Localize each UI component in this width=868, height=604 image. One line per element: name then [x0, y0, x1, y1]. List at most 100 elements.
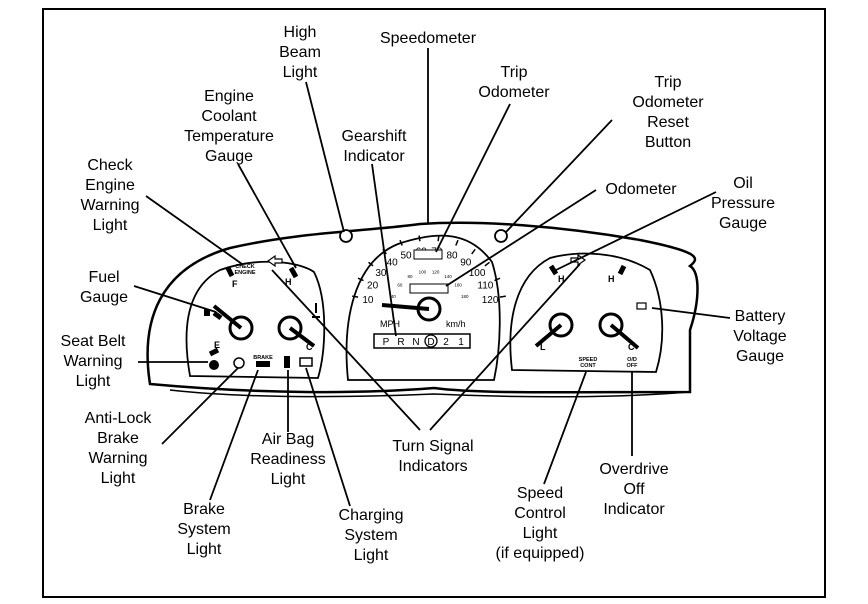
speed-tick-120: 120	[482, 295, 499, 306]
leader-lines	[133, 48, 731, 507]
label-check-engine: Check Engine Warning Light	[80, 157, 140, 234]
speedometer-pod	[345, 234, 501, 381]
speed-tick-mark	[471, 248, 476, 255]
label-turn-signal: Turn Signal Indicators	[392, 438, 474, 475]
speed-tick-mark	[437, 235, 440, 242]
figure-frame	[42, 8, 826, 598]
speed-tick-90: 90	[460, 258, 472, 269]
left-warning-lights: BRAKE	[209, 355, 313, 370]
leader-charging	[305, 367, 351, 507]
kmh-tick-40: 40	[391, 294, 397, 299]
fuel-letter-e: E	[214, 340, 220, 350]
label-oil-pressure: Oil Pressure Gauge	[710, 175, 776, 232]
leader-abs	[161, 367, 239, 445]
fuel-tick-mark	[212, 310, 223, 321]
kmh-tick-180: 180	[461, 294, 469, 299]
oil-pressure-gauge: H L	[534, 264, 574, 352]
speedometer-needle	[381, 303, 430, 311]
speed-tick-mark	[352, 295, 359, 298]
kmh-tick-140: 140	[444, 274, 452, 279]
fuel-gauge: F E	[204, 266, 254, 357]
fuel-tick-full	[225, 266, 235, 278]
label-speedometer: Speedometer	[379, 30, 477, 47]
gear-2: 2	[443, 337, 449, 348]
label-speed-control: Speed Control Light (if equipped)	[495, 485, 585, 562]
gear-P: P	[383, 337, 390, 348]
leader-fuel	[133, 285, 217, 313]
od-off-text-1: O/D	[627, 357, 637, 363]
fuel-tick-empty	[208, 347, 220, 357]
speed-tick-labels: 102030405060708090100110120	[352, 235, 506, 306]
fuel-pump-icon	[204, 309, 210, 316]
cluster-housing-lower	[169, 389, 689, 398]
label-overdrive: Overdrive Off Indicator	[599, 461, 669, 518]
kmh-tick-160: 160	[454, 283, 462, 288]
label-charging: Charging System Light	[338, 507, 404, 564]
leader-turn-left	[271, 269, 421, 431]
kmh-tick-120: 120	[432, 270, 440, 275]
speed-tick-mark	[418, 235, 421, 242]
speed-tick-mark	[399, 239, 403, 246]
temp-letter-h: H	[285, 277, 292, 287]
gear-D: D	[427, 337, 434, 348]
label-abs: Anti-Lock Brake Warning Light	[84, 410, 152, 487]
speed-tick-110: 110	[477, 281, 493, 292]
leader-speed-control	[543, 371, 587, 485]
label-brake-system: Brake System Light	[177, 501, 231, 558]
label-high-beam: High Beam Light	[279, 24, 321, 81]
kmh-label: km/h	[446, 319, 466, 329]
kmh-tick-80: 80	[407, 274, 413, 279]
leader-trip-odometer	[435, 103, 511, 253]
right-gauge-pod	[509, 252, 664, 373]
oil-letter-h: H	[558, 274, 565, 284]
leader-gearshift	[371, 163, 397, 337]
speed-tick-100: 100	[469, 268, 486, 279]
label-seat-belt: Seat Belt Warning Light	[60, 333, 126, 390]
label-trip-odometer: Trip Odometer	[478, 64, 550, 101]
oil-letter-l: L	[540, 342, 546, 352]
leader-odometer	[445, 189, 597, 287]
speed-tick-30: 30	[375, 268, 387, 279]
speed-tick-mark	[455, 239, 459, 246]
fuel-letter-f: F	[232, 279, 238, 289]
temp-letter-c: C	[306, 342, 313, 352]
battery-letter-c: C	[628, 342, 635, 352]
label-battery: Battery Voltage Gauge	[733, 308, 787, 365]
gear-1: 1	[458, 337, 464, 348]
abs-icon	[233, 357, 245, 369]
brake-text: BRAKE	[253, 355, 273, 361]
leader-check-engine	[145, 195, 243, 265]
mph-label: MPH	[380, 319, 400, 329]
speed-tick-10: 10	[362, 295, 374, 306]
battery-icon	[636, 302, 647, 310]
speed-tick-mark	[357, 277, 364, 282]
battery-voltage-gauge: H C	[598, 264, 647, 352]
speed-tick-80: 80	[446, 250, 458, 261]
leader-oil	[555, 191, 717, 271]
speed-cont-text-1: SPEED	[579, 357, 598, 363]
label-coolant: Engine Coolant Temperature Gauge	[184, 88, 274, 165]
gear-selected-ring	[424, 334, 438, 348]
check-engine-text-2: ENGINE	[234, 270, 255, 276]
cluster-housing	[146, 221, 699, 394]
speed-cont-text-2: CONT	[580, 363, 596, 369]
label-air-bag: Air Bag Readiness Light	[250, 431, 326, 488]
speed-tick-50: 50	[400, 250, 412, 261]
speed-tick-mark	[499, 295, 506, 298]
label-odometer: Odometer	[605, 181, 677, 198]
leader-high-beam	[305, 81, 345, 233]
leader-brake	[209, 369, 259, 501]
speed-tick-mark	[484, 261, 490, 267]
speed-tick-40: 40	[387, 258, 399, 269]
kmh-tick-100: 100	[419, 270, 427, 275]
leader-trip-reset	[505, 119, 613, 233]
label-fuel: Fuel Gauge	[79, 269, 129, 306]
brake-icon	[256, 361, 270, 367]
leader-turn-right	[429, 263, 581, 431]
leader-coolant	[237, 163, 297, 269]
speedometer: 102030405060708090100110120 406080100120…	[352, 235, 506, 349]
trip-reset-button[interactable]	[494, 229, 508, 243]
gear-R: R	[397, 337, 404, 348]
